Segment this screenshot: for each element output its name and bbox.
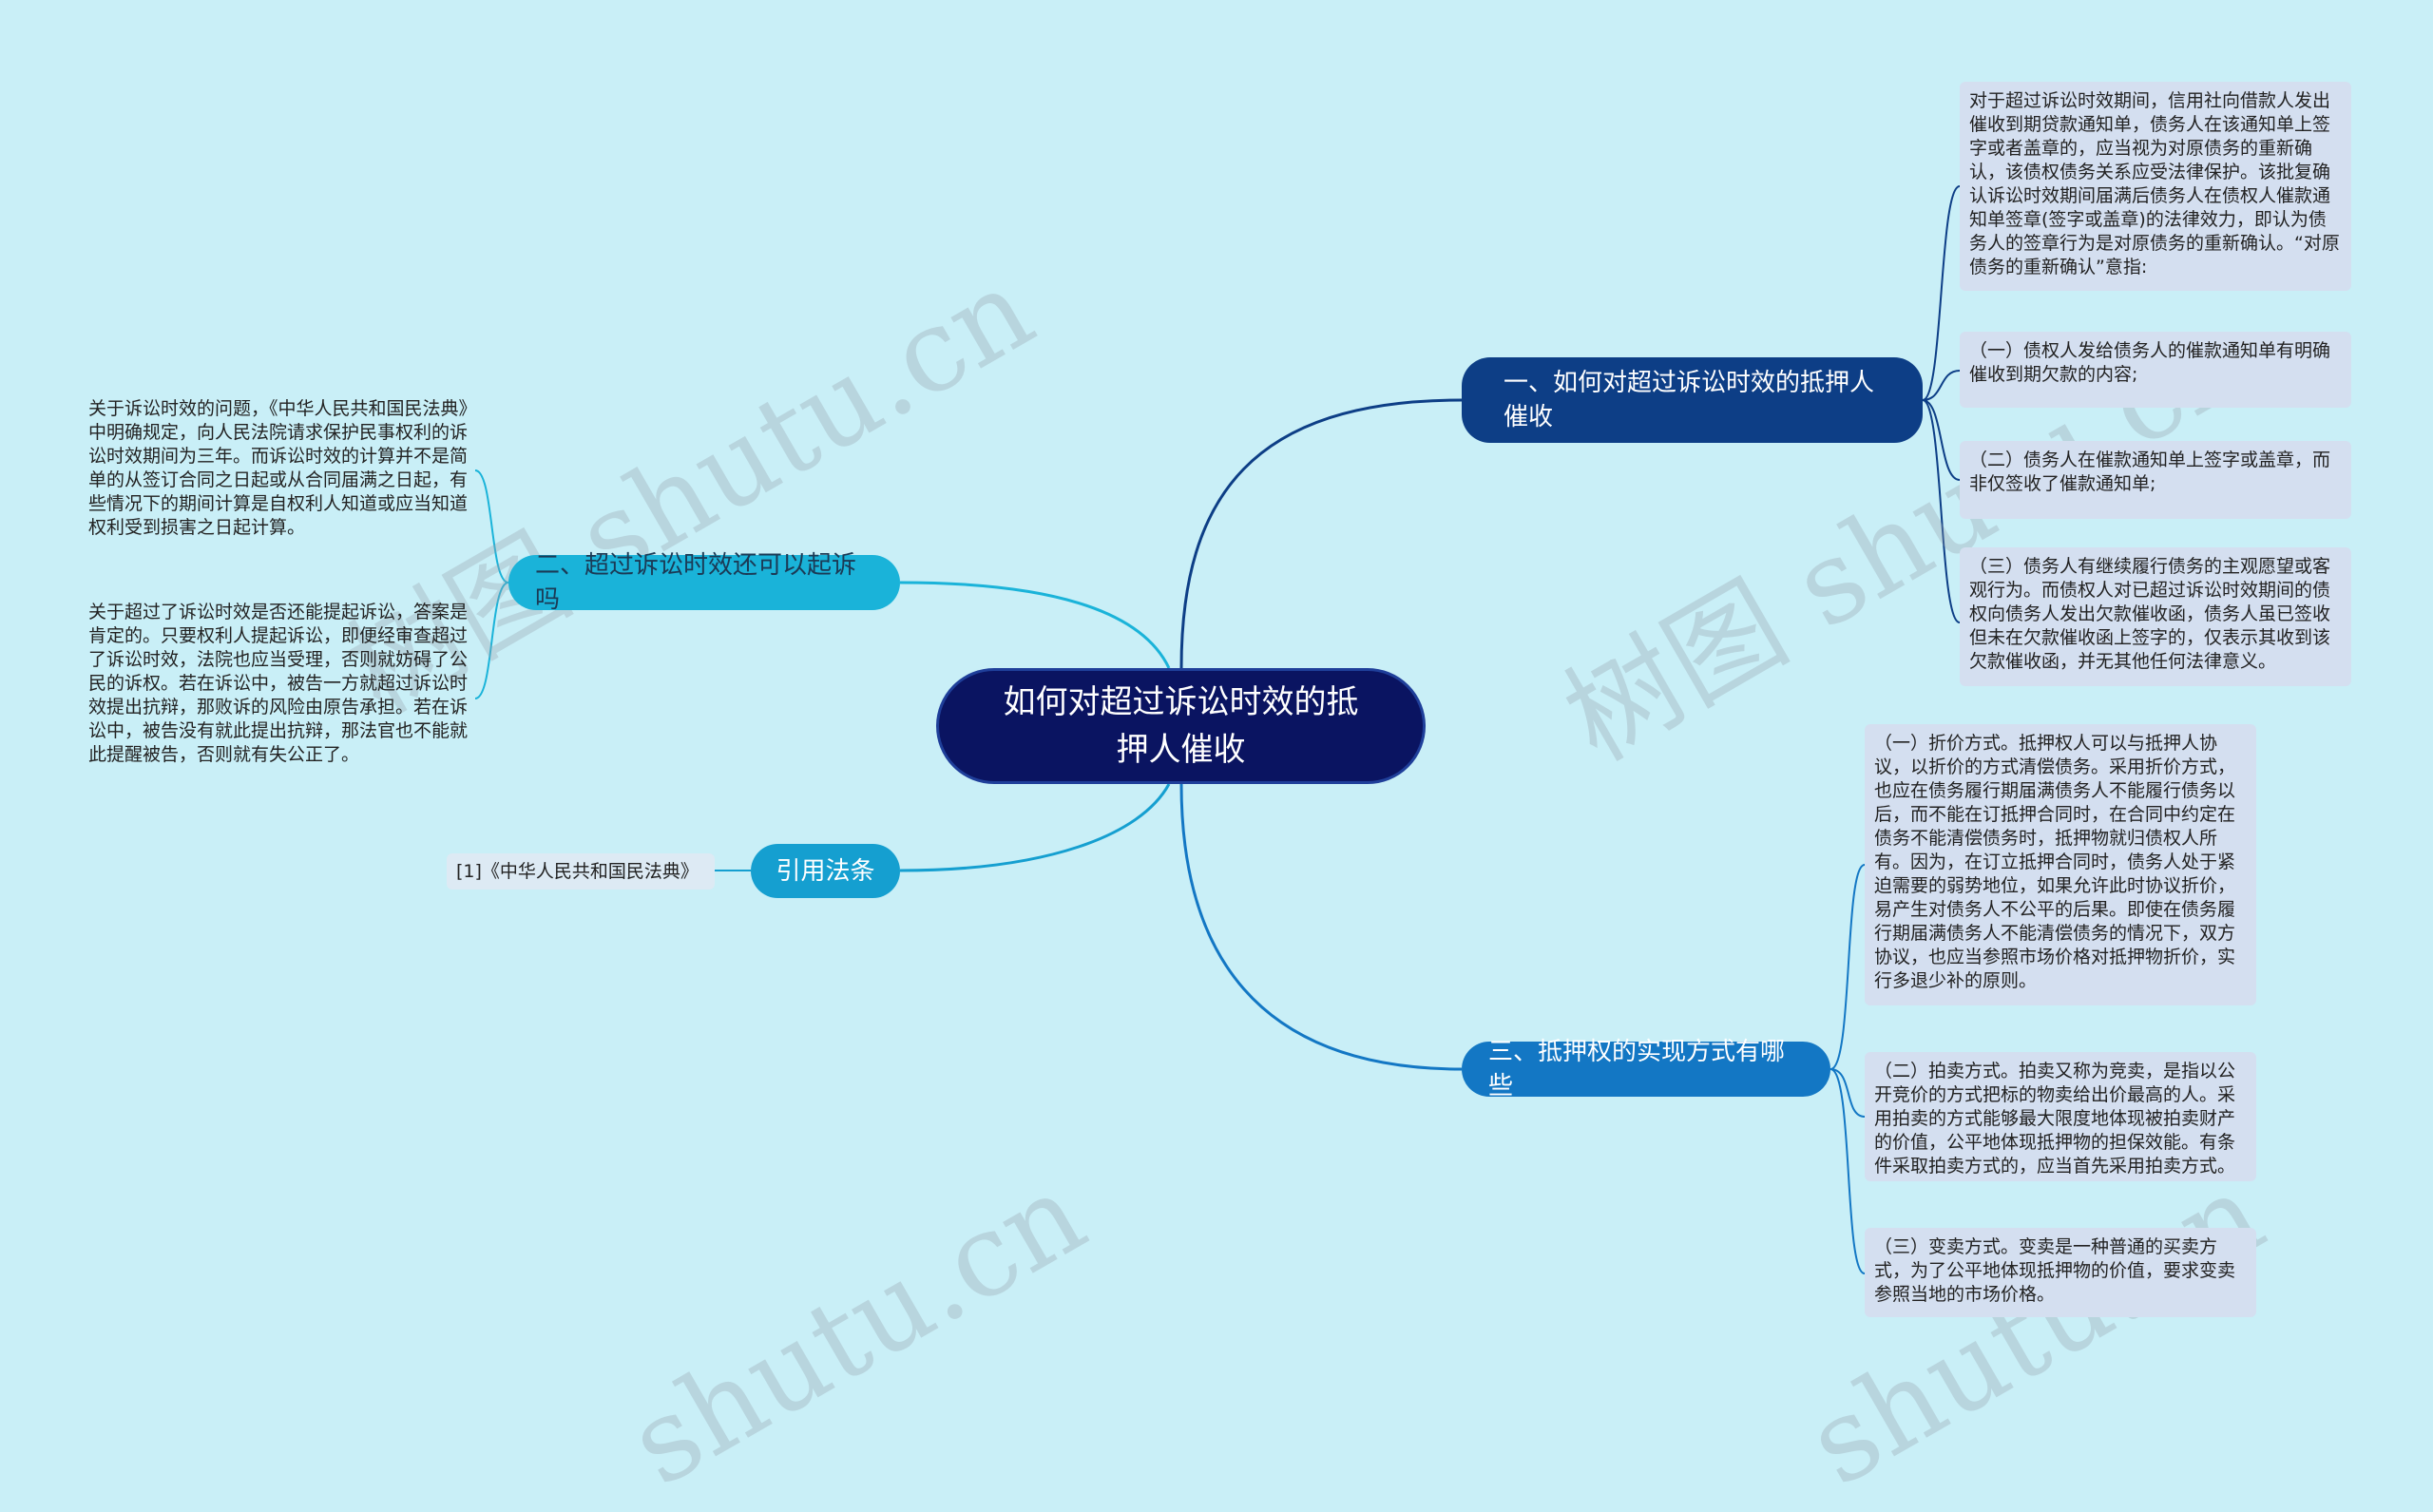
root-title: 如何对超过诉讼时效的抵押人催收 (1003, 683, 1359, 769)
leaf-node[interactable]: 关于诉讼时效的问题，《中华人民共和国民法典》中明确规定，向人民法院请求保护民事权… (88, 398, 469, 538)
leaf-node[interactable]: （三）债务人有继续履行债务的主观愿望或客观行为。而债权人对已超过诉讼时效期间的债… (1960, 547, 2351, 686)
branch-label: 一、如何对超过诉讼时效的抵押人催收 (1504, 369, 1875, 431)
link-b4-leaf-1 (1830, 864, 1866, 1070)
leaf-node[interactable]: （三）变卖方式。变卖是一种普通的买卖方式，为了公平地体现抵押物的价值，要求变卖参… (1865, 1228, 2256, 1317)
leaf-node[interactable]: [1]《中华人民共和国民法典》 (447, 853, 715, 890)
leaf-node[interactable]: （一）债权人发给债务人的催款通知单有明确催收到期欠款的内容; (1960, 332, 2351, 408)
root-node[interactable]: 如何对超过诉讼时效的抵押人催收 (936, 668, 1426, 784)
link-b2-leaf-2 (474, 582, 509, 699)
link-b1-leaf-2 (1922, 370, 1961, 401)
branch-label: 三、抵押权的实现方式有哪些 (1488, 1038, 1786, 1101)
leaf-node[interactable]: （二）拍卖方式。拍卖又称为竞卖，是指以公开竞价的方式把标的物卖给出价最高的人。采… (1865, 1052, 2256, 1181)
branch-node-citations[interactable]: 引用法条 (751, 844, 900, 898)
link-b4-leaf-3 (1830, 1068, 1866, 1274)
link-b2-leaf-1 (474, 469, 509, 584)
leaf-node[interactable]: 对于超过诉讼时效期间，信用社向借款人发出催收到期贷款通知单，债务人在该通知单上签… (1960, 82, 2351, 291)
link-root-branch-4 (1179, 783, 1463, 1071)
leaf-node[interactable]: 关于超过了诉讼时效是否还能提起诉讼，答案是肯定的。只要权利人提起诉讼，即便经审查… (88, 602, 469, 765)
leaf-node[interactable]: （一）折价方式。抵押权人可以与抵押人协议，以折价的方式清偿债务。采用折价方式，也… (1865, 724, 2256, 1005)
branch-node-collection[interactable]: 一、如何对超过诉讼时效的抵押人催收 (1462, 357, 1923, 443)
branch-label: 引用法条 (776, 856, 875, 886)
link-b1-leaf-3 (1922, 399, 1961, 481)
link-root-branch-1 (1179, 398, 1463, 669)
link-b1-leaf-4 (1922, 399, 1961, 623)
link-b1-leaf-1 (1922, 185, 1961, 401)
leaf-node[interactable]: （二）债务人在催款通知单上签字或盖章，而非仅签收了催款通知单; (1960, 441, 2351, 519)
connector-lines (474, 185, 1961, 1274)
link-b4-leaf-2 (1830, 1068, 1866, 1118)
branch-node-lawsuit[interactable]: 二、超过诉讼时效还可以起诉吗 (508, 551, 900, 614)
branch-node-mortgage-realization[interactable]: 三、抵押权的实现方式有哪些 (1462, 1038, 1830, 1101)
branch-label: 二、超过诉讼时效还可以起诉吗 (535, 551, 857, 614)
link-root-branch-2 (899, 581, 1171, 669)
link-root-branch-3 (899, 783, 1171, 872)
